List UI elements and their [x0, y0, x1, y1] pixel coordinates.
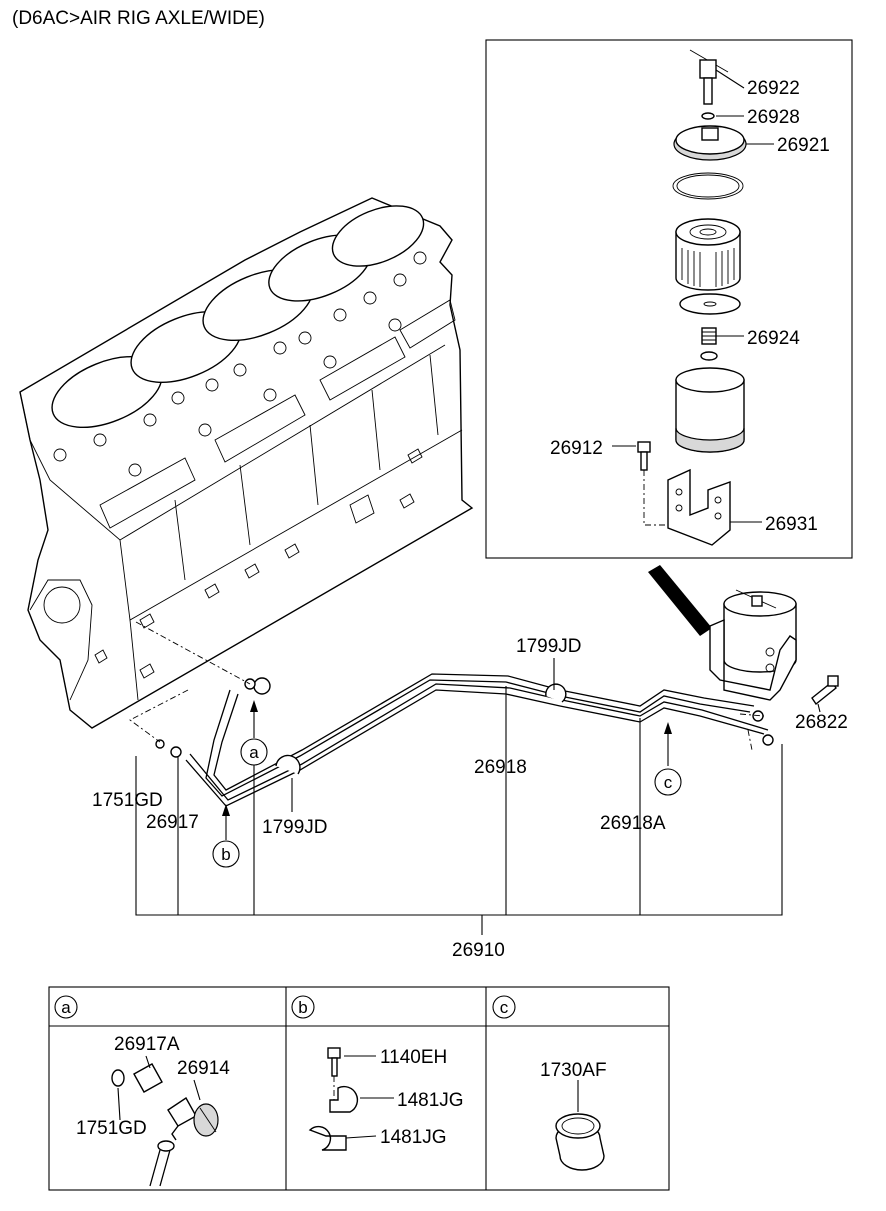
filter-leader-lines — [612, 69, 774, 523]
detail-b-drawing — [308, 1047, 394, 1151]
label-1751GD: 1751GD — [92, 790, 163, 811]
detail-c-key: c — [500, 998, 509, 1017]
callout-letters: a b c — [221, 743, 672, 864]
label-26922: 26922 — [747, 78, 800, 99]
detail-a-key: a — [61, 998, 71, 1017]
detail-b-key: b — [298, 998, 307, 1017]
installed-filter-drawing — [709, 589, 839, 751]
label-1799JD-low: 1799JD — [262, 817, 328, 838]
label-26921: 26921 — [777, 135, 830, 156]
label-1481JG-2: 1481JG — [380, 1127, 447, 1148]
label-1799JD-top: 1799JD — [516, 636, 582, 657]
label-1730AF: 1730AF — [540, 1060, 607, 1081]
label-26910: 26910 — [452, 940, 505, 961]
callout-arrows — [222, 700, 672, 840]
filter-assembly-box — [485, 39, 853, 559]
detail-a-drawing — [111, 1055, 219, 1187]
label-26917: 26917 — [146, 812, 199, 833]
label-26918A: 26918A — [600, 813, 666, 834]
filter-exploded-drawing — [637, 49, 747, 546]
fuel-pipe-drawing — [129, 621, 769, 807]
callout-c: c — [664, 773, 673, 792]
pointer-arrow — [648, 565, 712, 636]
label-1751GD-detail: 1751GD — [76, 1118, 147, 1139]
diagram-title: (D6AC>AIR RIG AXLE/WIDE) — [12, 8, 265, 29]
label-26924: 26924 — [747, 328, 800, 349]
label-26931: 26931 — [765, 514, 818, 535]
detail-c-drawing — [555, 1080, 605, 1171]
label-1140EH: 1140EH — [380, 1047, 447, 1068]
label-26918: 26918 — [474, 757, 527, 778]
callout-a: a — [249, 743, 259, 762]
label-26914: 26914 — [177, 1058, 230, 1079]
detail-labels: a b c 26917A 26914 1751GD 1140EH 1481JG … — [61, 998, 606, 1148]
label-1481JG-1: 1481JG — [397, 1090, 464, 1111]
label-26928: 26928 — [747, 107, 800, 128]
engine-block-drawing — [19, 197, 474, 729]
main-labels: 26822 1799JD 26918 26918A 1751GD 26917 1… — [92, 636, 848, 961]
callout-b: b — [221, 845, 230, 864]
label-26912: 26912 — [550, 438, 603, 459]
main-leader-lines — [135, 658, 821, 935]
label-26917A: 26917A — [114, 1034, 180, 1055]
detail-table — [48, 986, 670, 1191]
label-26822: 26822 — [795, 712, 848, 733]
filter-labels: 26922 26928 26921 26924 26912 26931 — [550, 78, 830, 535]
